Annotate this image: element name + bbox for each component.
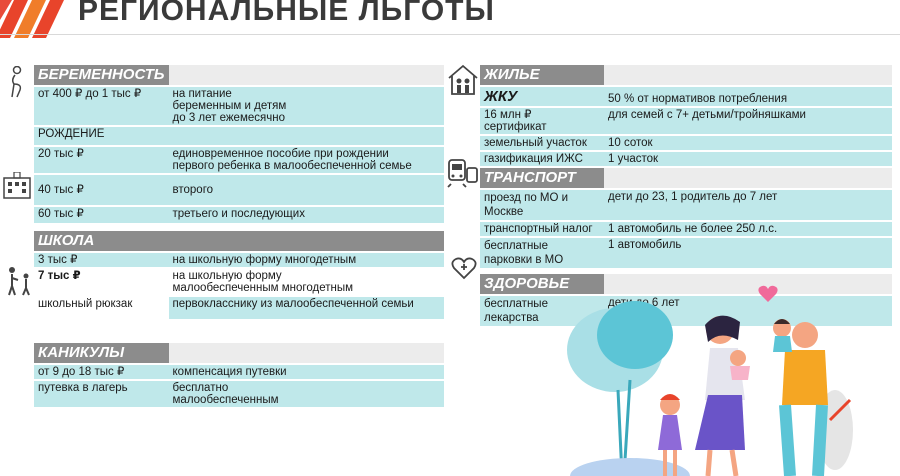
benefit-amount: газификация ИЖС <box>480 152 604 166</box>
pregnant-woman-icon <box>11 66 22 98</box>
section-header-transport: ТРАНСПОРТ <box>480 168 604 188</box>
train-bus-icon <box>447 159 478 188</box>
benefit-desc: второго <box>168 175 444 205</box>
benefit-amount: путевка в лагерь <box>34 381 169 407</box>
benefit-desc: компенсация путевки <box>168 365 444 379</box>
benefit-desc: дети до 23, 1 родитель до 7 лет <box>604 190 892 220</box>
logo-stripes-icon <box>0 0 64 38</box>
benefit-amount: школьный рюкзак <box>34 297 169 319</box>
benefit-amount: 3 тыс ₽ <box>34 253 169 267</box>
benefit-amount: проезд по МО и Москве <box>480 190 604 220</box>
benefit-desc: на школьную форму малообеспеченным много… <box>168 269 444 295</box>
divider <box>0 34 900 35</box>
benefit-desc: 1 автомобиль <box>604 238 892 268</box>
benefit-desc: 1 участок <box>604 152 892 166</box>
page-title: РЕГИОНАЛЬНЫЕ ЛЬГОТЫ <box>78 0 495 27</box>
benefit-amount: от 400 ₽ до 1 тыс ₽ <box>34 87 169 125</box>
benefit-desc: для семей с 7+ детьми/тройняшками <box>604 108 892 134</box>
house-family-icon <box>448 64 478 95</box>
section-header-pregnancy: БЕРЕМЕННОСТЬ <box>34 65 169 85</box>
section-header-school: ШКОЛА <box>34 231 169 251</box>
benefit-desc: на питание беременным и детям до 3 лет е… <box>168 87 444 125</box>
family-illustration <box>567 285 853 476</box>
section-header-health: ЗДОРОВЬЕ <box>480 274 604 294</box>
benefit-desc: бесплатно малообеспеченным <box>168 381 444 407</box>
benefit-desc: 1 автомобиль не более 250 л.с. <box>604 222 892 236</box>
benefit-desc: 10 соток <box>604 136 892 150</box>
subsection-zhku: ЖКУ <box>480 87 604 106</box>
benefit-desc: единовременное пособие при рождении перв… <box>168 147 444 173</box>
benefit-desc <box>168 127 444 145</box>
family-walking-icon <box>8 267 30 296</box>
benefit-amount: от 9 до 18 тыс ₽ <box>34 365 169 379</box>
benefit-amount: бесплатные парковки в МО <box>480 238 604 268</box>
benefit-amount: 60 тыс ₽ <box>34 207 169 223</box>
hospital-building-icon <box>3 172 31 199</box>
benefit-amount: земельный участок <box>480 136 604 150</box>
benefit-amount: 40 тыс ₽ <box>34 175 169 205</box>
section-header-housing: ЖИЛЬЕ <box>480 65 604 85</box>
benefit-amount: РОЖДЕНИЕ <box>34 127 169 145</box>
benefit-desc: на школьную форму многодетным <box>168 253 444 267</box>
left-benefits-table: БЕРЕМЕННОСТЬ от 400 ₽ до 1 тыс ₽на питан… <box>34 63 444 409</box>
heart-health-icon <box>451 257 477 280</box>
benefit-desc: первокласснику из малообеспеченной семьи <box>168 297 444 319</box>
benefit-amount: 16 млн ₽ сертификат <box>480 108 604 134</box>
benefit-desc: третьего и последующих <box>168 207 444 223</box>
benefit-amount: транспортный налог <box>480 222 604 236</box>
benefit-amount: 7 тыс ₽ <box>34 269 169 295</box>
benefit-desc: 50 % от нормативов потребления <box>604 87 892 106</box>
section-header-holidays: КАНИКУЛЫ <box>34 343 169 363</box>
benefit-amount: 20 тыс ₽ <box>34 147 169 173</box>
